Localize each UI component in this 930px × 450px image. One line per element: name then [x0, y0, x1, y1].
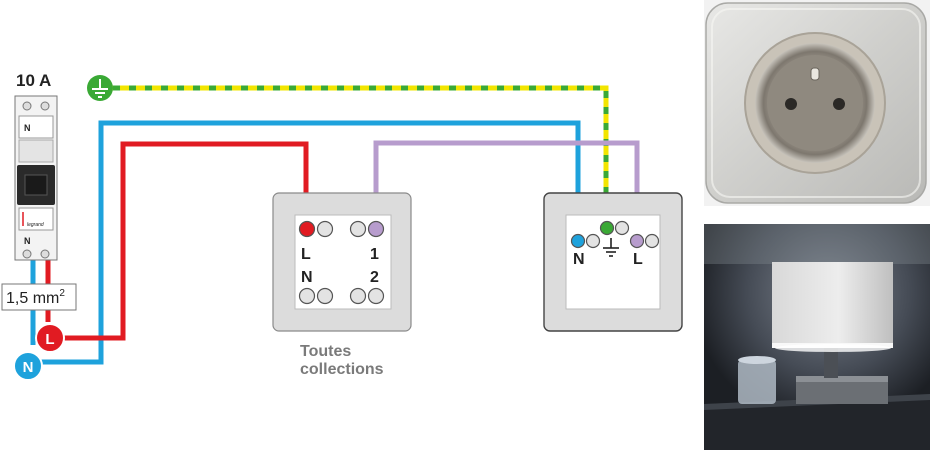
lamp-photo [704, 224, 930, 450]
outlet-terminal-n [570, 233, 586, 249]
cable-section-label: 1,5 mm2 [1, 283, 77, 311]
breaker-rating: 10 A [16, 71, 51, 90]
switch-plate: L 1 N 2 [272, 192, 412, 332]
neutral-tag: N [13, 351, 43, 381]
live-tag: L [35, 323, 65, 353]
svg-text:1,5 mm2: 1,5 mm2 [6, 288, 65, 307]
cable-section: 1,5 mm [6, 290, 59, 307]
outlet-label-l: L [633, 251, 643, 268]
switch-label-l: L [301, 246, 311, 263]
switched-wire [373, 140, 640, 240]
earth-wire [104, 85, 609, 222]
outlet-terminal-l [629, 233, 645, 249]
live-tag-label: L [45, 331, 54, 348]
breaker-brand: legrand [27, 222, 44, 228]
live-wire [54, 141, 309, 341]
outlet-plate: N L [543, 192, 683, 332]
outlet-terminal-earth [599, 220, 615, 236]
breaker-bottom-label: N [24, 236, 31, 246]
switch-label-1: 1 [370, 246, 379, 263]
circuit-breaker: 10 A N legrand N [14, 71, 58, 261]
neutral-wire [36, 120, 581, 365]
switch-label-n: N [301, 269, 313, 286]
earth-icon [87, 75, 113, 101]
breaker-top-label: N [24, 123, 31, 133]
outlet-label-n: N [573, 251, 585, 268]
neutral-tag-label: N [23, 359, 34, 376]
switch-caption-line2: collections [300, 361, 384, 378]
switch-label-2: 2 [370, 269, 379, 286]
switch-terminal-1 [367, 220, 385, 238]
switch-caption-line1: Toutes [300, 343, 351, 360]
switch-terminal-l [298, 220, 316, 238]
earth-wire-yellow [104, 85, 609, 222]
socket-photo [704, 0, 930, 206]
cable-section-sup: 2 [59, 288, 65, 299]
outlet-earth-icon [603, 238, 619, 257]
